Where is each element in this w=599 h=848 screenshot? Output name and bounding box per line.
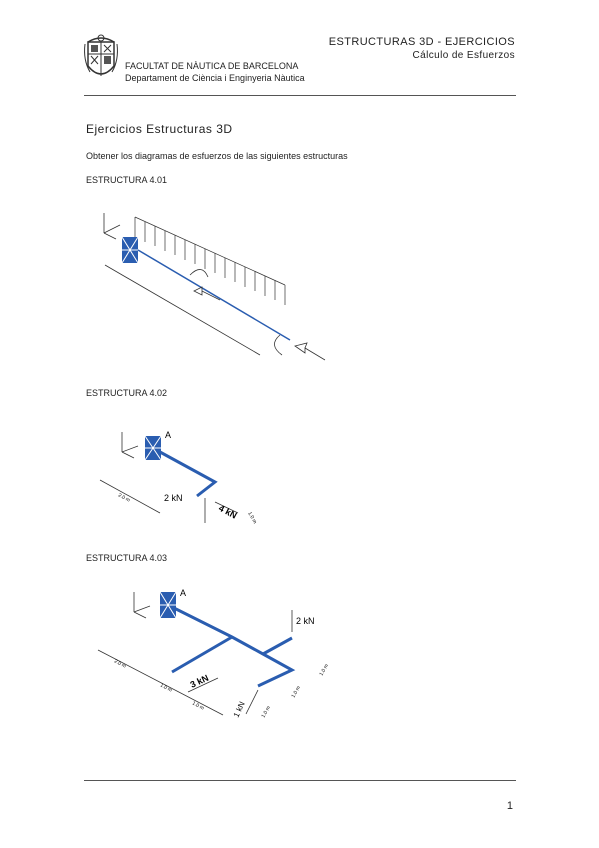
document-title: ESTRUCTURAS 3D - EJERCICIOS bbox=[328, 36, 515, 48]
axes-icon bbox=[121, 432, 139, 459]
structure-label: ESTRUCTURA 4.02 bbox=[86, 388, 168, 398]
department-name: Departament de Ciència i Enginyeria Nàut… bbox=[125, 73, 305, 83]
load-label: 4 kN bbox=[217, 503, 238, 521]
structure-label: ESTRUCTURA 4.03 bbox=[86, 553, 168, 563]
support-label: A bbox=[180, 588, 186, 598]
dimension-label: 1.0 m bbox=[191, 700, 205, 711]
footer-divider bbox=[84, 780, 516, 781]
intro-text: Obtener los diagramas de esfuerzos de la… bbox=[86, 151, 348, 161]
load-label: 2 kN bbox=[296, 616, 315, 626]
load-label: 1 kN bbox=[232, 700, 247, 719]
fixed-support-icon bbox=[144, 435, 162, 461]
page-number: 1 bbox=[506, 800, 513, 812]
axes-icon bbox=[103, 213, 121, 240]
axes-icon bbox=[133, 592, 151, 619]
dimension-label: 1.0 m bbox=[291, 685, 302, 699]
university-crest-icon bbox=[84, 34, 118, 76]
load-label: 3 kN bbox=[189, 673, 210, 690]
dimension-label: 2.0 m bbox=[117, 492, 131, 503]
structure-4-03-diagram: A 2.0 m 1.0 m 1.0 m 1.0 m 1.0 m 1.0 m 2 … bbox=[97, 588, 330, 719]
support-label: A bbox=[165, 430, 171, 440]
fixed-support-icon bbox=[159, 591, 177, 619]
header-divider bbox=[84, 95, 516, 96]
beam bbox=[159, 450, 218, 498]
structure-4-02-diagram: A 2.0 m 1.0 m 2 kN 4 kN bbox=[99, 430, 258, 525]
beam bbox=[137, 249, 291, 341]
document-subtitle: Cálculo de Esfuerzos bbox=[412, 50, 515, 61]
structure-label: ESTRUCTURA 4.01 bbox=[86, 175, 168, 185]
faculty-name: FACULTAT DE NÀUTICA DE BARCELONA bbox=[125, 61, 299, 71]
beam bbox=[171, 606, 296, 688]
dimension-label: 1.0 m bbox=[261, 705, 272, 719]
page-title: Ejercicios Estructuras 3D bbox=[86, 122, 233, 136]
load-label: 2 kN bbox=[164, 493, 183, 503]
structure-4-01-diagram bbox=[103, 213, 326, 361]
dimension-label: 1.0 m bbox=[246, 511, 257, 525]
dimension-label: 2.0 m bbox=[113, 658, 127, 669]
dimension-label: 1.0 m bbox=[159, 682, 173, 693]
fixed-support-icon bbox=[121, 236, 139, 264]
header: ESTRUCTURAS 3D - EJERCICIOS Cálculo de E… bbox=[0, 0, 599, 100]
dimension-label: 1.0 m bbox=[319, 663, 330, 677]
